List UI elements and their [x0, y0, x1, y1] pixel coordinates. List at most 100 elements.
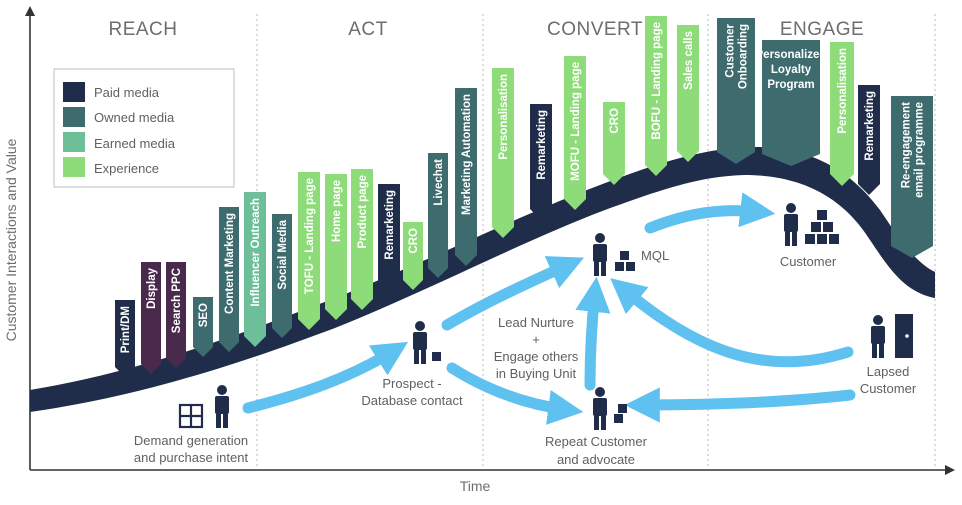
- touchpoint-flag: Print/DM: [115, 300, 135, 377]
- touchpoint-label: Onboarding: [738, 24, 750, 89]
- persona-lapsed-line1: Lapsed: [867, 364, 910, 379]
- touchpoint-label: Sales calls: [683, 31, 695, 90]
- nurture-line3: Engage others: [494, 349, 579, 364]
- touchpoint-label: CRO: [408, 228, 420, 254]
- touchpoint-label: Personalisation: [498, 74, 510, 160]
- touchpoint-flag: Home page: [325, 174, 347, 320]
- touchpoint-flag-shape: [193, 297, 213, 357]
- touchpoint-flag: Content Marketing: [219, 207, 239, 352]
- touchpoint-label: Content Marketing: [224, 213, 236, 314]
- box-icon: [432, 352, 441, 361]
- nurture-line4: in Buying Unit: [496, 366, 577, 381]
- person-icon: [784, 203, 798, 246]
- person-icon: [413, 321, 427, 364]
- legend-swatch-experience: [63, 157, 85, 177]
- touchpoint-flag-shape: [858, 85, 880, 195]
- touchpoint-flag-shape: [564, 56, 586, 210]
- nurture-line2: +: [532, 332, 540, 347]
- touchpoint-label: Re-engagement: [901, 102, 913, 188]
- touchpoint-label: Remarketing: [536, 110, 548, 180]
- touchpoint-flag-shape: [141, 262, 161, 374]
- touchpoint-flag: Marketing Automation: [455, 88, 477, 266]
- touchpoint-flag-shape: [115, 300, 135, 377]
- touchpoint-flag-shape: [298, 172, 320, 330]
- arrow-lapsed-to-repeat: [624, 387, 856, 423]
- touchpoint-label: Loyalty: [771, 64, 812, 76]
- persona-mql: MQL: [593, 233, 669, 276]
- touchpoint-label: Influencer Outreach: [250, 198, 262, 307]
- touchpoint-label: SEO: [198, 303, 210, 327]
- persona-customer-label: Customer: [780, 254, 837, 269]
- person-icon: [215, 385, 229, 428]
- arrow-lapsed-to-mql: [610, 278, 854, 368]
- touchpoint-flag-shape: [272, 214, 292, 338]
- arrow-demand-to-prospect: [242, 341, 409, 414]
- touchpoint-flag-shape: [645, 16, 667, 176]
- x-axis-arrow: [945, 465, 955, 475]
- arrow-prospect-to-mql: [441, 256, 585, 331]
- y-axis-arrow: [25, 6, 35, 16]
- nurture-line1: Lead Nurture: [498, 315, 574, 330]
- touchpoint-label: Personalized: [756, 49, 827, 61]
- touchpoint-label: Customer: [725, 23, 737, 77]
- touchpoint-label: CRO: [609, 108, 621, 134]
- legend-label-owned: Owned media: [94, 110, 175, 125]
- touchpoint-label: BOFU - Landing page: [651, 22, 663, 140]
- boxes-icon: [805, 210, 839, 244]
- arrow-mql-to-customer: [644, 192, 776, 234]
- touchpoint-flag-shape: [455, 88, 477, 266]
- legend-swatch-paid: [63, 82, 85, 102]
- touchpoint-flag-shape: [530, 104, 552, 220]
- persona-demand-line2: and purchase intent: [134, 450, 249, 465]
- touchpoint-label: Marketing Automation: [461, 94, 473, 215]
- touchpoint-flag: Personalisation: [492, 68, 514, 238]
- touchpoint-label: Program: [767, 79, 814, 91]
- touchpoint-flag: MOFU - Landing page: [564, 56, 586, 210]
- touchpoint-flag-shape: [351, 169, 373, 310]
- flow-arrows: [242, 192, 856, 425]
- touchpoint-label: TOFU - Landing page: [304, 178, 316, 294]
- touchpoint-flag-shape: [677, 25, 699, 162]
- touchpoint-flag: Remarketing: [530, 104, 552, 220]
- touchpoint-label: Remarketing: [864, 91, 876, 161]
- touchpoint-flag: Remarketing: [378, 184, 400, 300]
- touchpoint-label: Personalisation: [837, 48, 849, 134]
- persona-customer: Customer: [780, 203, 839, 269]
- persona-prospect-line1: Prospect -: [382, 376, 441, 391]
- x-axis-label: Time: [460, 478, 491, 494]
- touchpoint-flag-shape: [166, 262, 186, 368]
- touchpoint-flag-shape: [891, 96, 933, 258]
- persona-repeat: Repeat Customer and advocate: [545, 387, 648, 467]
- touchpoint-flag: Search PPC: [166, 262, 186, 368]
- persona-lapsed-line2: Customer: [860, 381, 917, 396]
- legend-swatch-owned: [63, 107, 85, 127]
- touchpoint-flag-shape: [244, 192, 266, 347]
- touchpoint-label: Home page: [331, 180, 343, 242]
- arrow-repeat-to-mql: [575, 276, 611, 391]
- touchpoint-label: Social Media: [277, 219, 289, 289]
- persona-demand: Demand generation and purchase intent: [134, 385, 249, 465]
- legend-label-experience: Experience: [94, 161, 159, 176]
- phase-dividers: [256, 14, 936, 468]
- y-axis-label: Customer Interactions and Value: [3, 138, 19, 341]
- touchpoint-flag: BOFU - Landing page: [645, 16, 667, 176]
- touchpoint-flag-shape: [428, 153, 448, 278]
- legend-swatch-earned: [63, 132, 85, 152]
- touchpoint-flags: Print/DM Display Search PPC SEO Content Mark…: [115, 16, 933, 377]
- touchpoint-flag: Personalisation: [830, 42, 854, 186]
- touchpoint-flag-shape: [603, 102, 625, 185]
- touchpoint-label: Print/DM: [120, 306, 132, 353]
- touchpoint-label: Display: [146, 267, 158, 309]
- phase-convert: CONVERT: [547, 19, 643, 40]
- touchpoint-flag: Display: [141, 262, 161, 374]
- touchpoint-flag: Livechat: [428, 153, 448, 278]
- persona-lapsed: Lapsed Customer: [860, 314, 917, 396]
- touchpoint-flag: Remarketing: [858, 85, 880, 195]
- legend: Paid media Owned media Earned media Expe…: [53, 68, 235, 188]
- touchpoint-flag-shape: [830, 42, 854, 186]
- touchpoint-label: Remarketing: [384, 190, 396, 260]
- persona-prospect-line2: Database contact: [361, 393, 463, 408]
